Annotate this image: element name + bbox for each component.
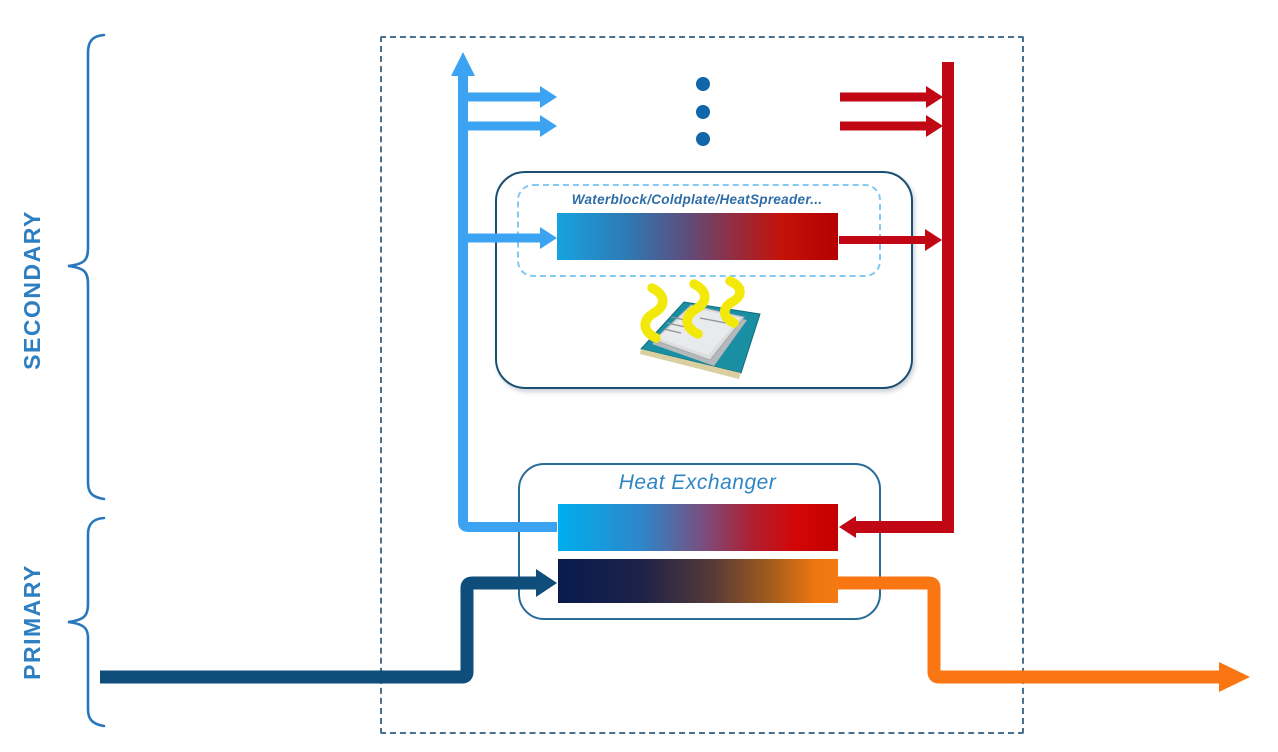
waterblock-label: Waterblock/Coldplate/HeatSpreader... bbox=[571, 192, 823, 207]
heat-exchanger-secondary-gradient-bar bbox=[558, 504, 838, 551]
secondary-bracket-icon bbox=[67, 33, 106, 501]
heat-exchanger-primary-gradient-bar bbox=[558, 559, 838, 603]
primary-loop-label: PRIMARY bbox=[19, 564, 45, 680]
primary-bracket-icon bbox=[67, 516, 106, 728]
heat-exchanger-label: Heat Exchanger bbox=[618, 471, 777, 494]
system-boundary-dashed-box bbox=[380, 36, 1024, 734]
secondary-loop-label: SECONDARY bbox=[19, 210, 45, 370]
waterblock-gradient-bar bbox=[557, 213, 838, 260]
